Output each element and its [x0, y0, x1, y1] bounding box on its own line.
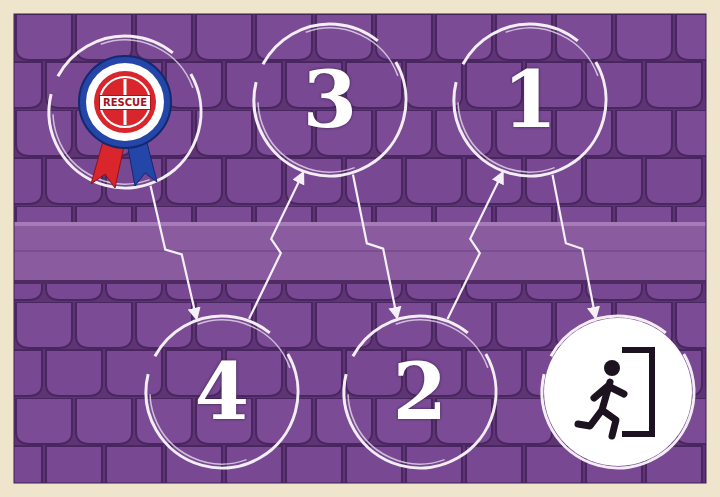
- space-outline: [45, 32, 205, 192]
- space-outline: [538, 312, 698, 472]
- space-ring: [33, 20, 218, 205]
- space-ring: [426, 0, 634, 204]
- ridge-edge: [14, 222, 706, 226]
- lightning-arrow: [151, 186, 197, 319]
- lightning-arrow: [249, 173, 303, 319]
- exit-icon: [578, 350, 652, 436]
- space-number: 2: [393, 353, 447, 431]
- rescue-badge: [79, 56, 171, 188]
- exit-space: [538, 312, 698, 472]
- number-space: 4: [142, 312, 302, 472]
- space-ring: [21, 8, 229, 216]
- number-space: 2: [340, 312, 500, 472]
- badge-label: RESCUE: [99, 95, 151, 110]
- number-space: 3: [250, 20, 410, 180]
- lightning-arrow: [553, 175, 596, 318]
- space-ring: [238, 8, 423, 193]
- space-ring: [130, 300, 315, 485]
- lightning-arrow: [353, 175, 397, 318]
- start-badge: RESCUE: [45, 32, 205, 192]
- roof-ridge: [14, 222, 706, 284]
- roof-tiles: [14, 14, 706, 483]
- space-ring: [514, 288, 720, 496]
- board-edge: [14, 14, 706, 483]
- lightning-arrow: [447, 173, 502, 319]
- space-number: 3: [303, 61, 357, 139]
- space-ring: [118, 288, 326, 496]
- space-number: 4: [195, 353, 249, 431]
- number-space: 1: [450, 20, 610, 180]
- space-ring: [226, 0, 434, 204]
- space-number: 1: [503, 61, 557, 139]
- space-ring: [316, 288, 524, 496]
- space-ring: [526, 300, 711, 485]
- exit-disc: [544, 318, 692, 466]
- space-ring: [438, 8, 623, 193]
- ridge-line: [14, 250, 706, 252]
- ridge-edge: [14, 280, 706, 284]
- space-ring: [328, 300, 513, 485]
